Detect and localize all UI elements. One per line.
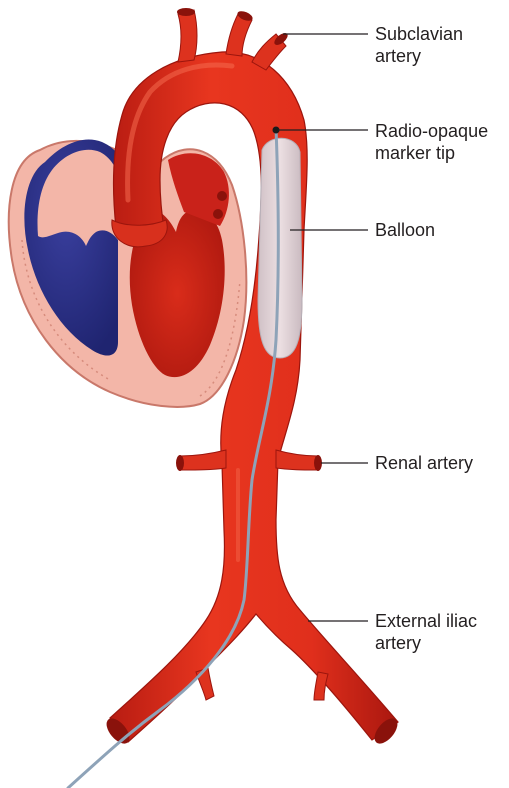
label-line: artery [375, 632, 477, 654]
label-balloon: Balloon [375, 219, 435, 241]
renal-artery-left [180, 450, 226, 470]
label-line: artery [375, 45, 463, 67]
label-line: Radio-opaque [375, 120, 488, 142]
internal-iliac-right [314, 672, 328, 700]
internal-iliac-left [196, 668, 214, 700]
label-line: Balloon [375, 219, 435, 241]
balloon [258, 138, 302, 358]
label-subclavian-artery: Subclavian artery [375, 23, 463, 67]
label-line: External iliac [375, 610, 477, 632]
branch-opening [314, 455, 322, 471]
pulmonary-vein-opening [213, 209, 223, 219]
renal-artery-right [276, 450, 318, 470]
branch-opening [177, 8, 195, 16]
label-line: marker tip [375, 142, 488, 164]
brachiocephalic-branch [178, 10, 197, 62]
label-external-iliac-artery: External iliac artery [375, 610, 477, 654]
pulmonary-vein-opening [217, 191, 227, 201]
label-renal-artery: Renal artery [375, 452, 473, 474]
label-line: Subclavian [375, 23, 463, 45]
label-radio-opaque-marker-tip: Radio-opaque marker tip [375, 120, 488, 164]
label-line: Renal artery [375, 452, 473, 474]
branch-opening [176, 455, 184, 471]
